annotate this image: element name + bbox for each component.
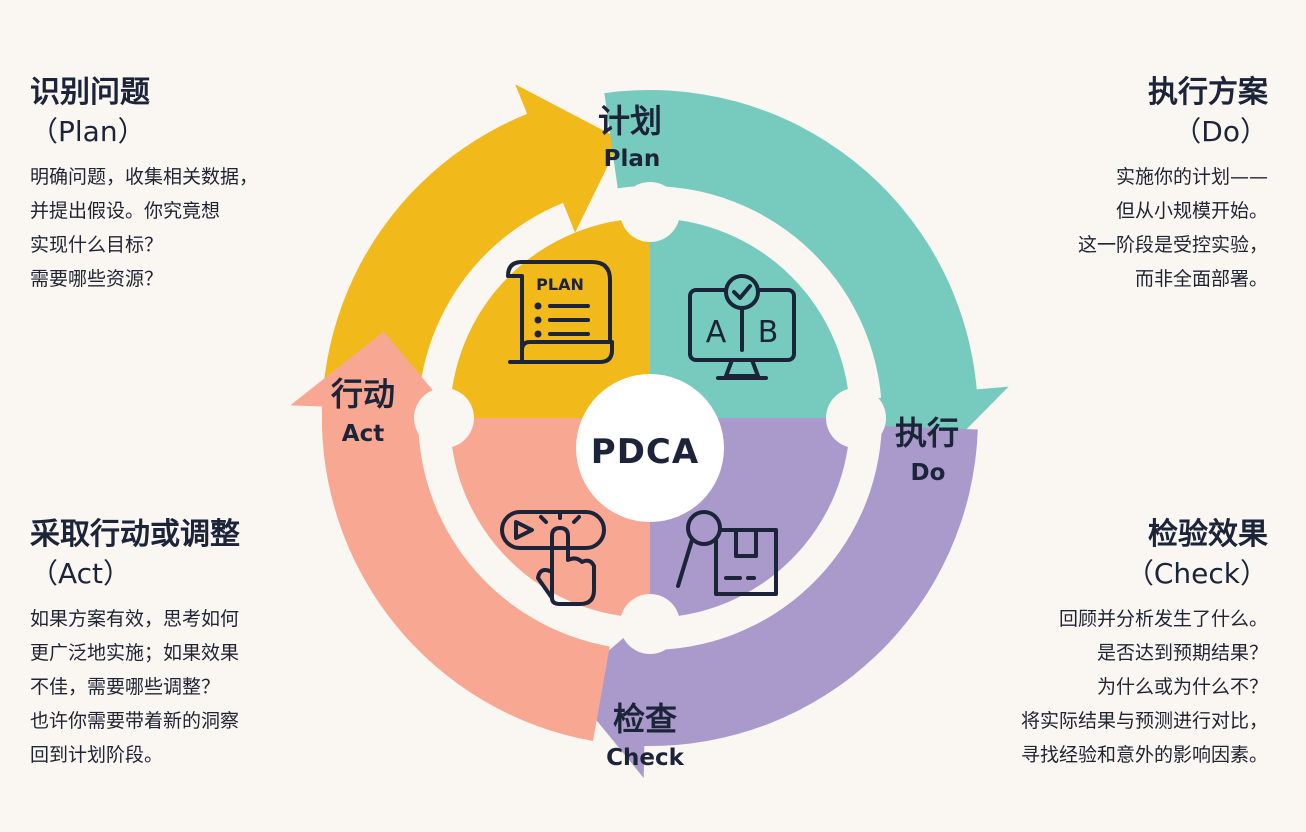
plan-scroll-text: PLAN — [536, 275, 584, 294]
plan-panel-text: 明确问题，收集相关数据， 并提出假设。你究竟想 实现什么目标？ 需要哪些资源？ — [30, 160, 330, 296]
plan-text-line: 明确问题，收集相关数据， — [30, 166, 259, 188]
plan-stage-label: 计划 — [598, 102, 662, 140]
do-panel-text: 实施你的计划—— 但从小规模开始。 这一阶段是受控实验， 而非全面部署。 — [968, 160, 1268, 296]
check-text-line: 寻找经验和意外的影响因素。 — [1020, 744, 1268, 766]
act-text-line: 不佳，需要哪些调整？ — [30, 676, 221, 698]
act-panel-text: 如果方案有效，思考如何 更广泛地实施；如果效果 不佳，需要哪些调整？ 也许你需要… — [30, 602, 330, 772]
act-text-line: 回到计划阶段。 — [30, 744, 164, 766]
do-arrow — [604, 90, 1009, 472]
plan-text-line: 需要哪些资源？ — [30, 268, 164, 290]
check-text-line: 回顾并分析发生了什么。 — [1058, 608, 1268, 630]
check-description-panel: 检验效果 （Check） 回顾并分析发生了什么。 是否达到预期结果？ 为什么或为… — [968, 516, 1268, 772]
check-panel-title: 检验效果 — [1148, 517, 1268, 552]
check-arrow — [568, 426, 978, 778]
center-label: PDCA — [591, 432, 699, 472]
joint-circle — [620, 182, 680, 242]
plan-scroll-icon: PLAN — [506, 260, 614, 364]
do-text-line: 实施你的计划—— — [1115, 166, 1268, 188]
check-text-line: 是否达到预期结果？ — [1096, 642, 1268, 664]
act-description-panel: 采取行动或调整 （Act） 如果方案有效，思考如何 更广泛地实施；如果效果 不佳… — [30, 516, 330, 772]
check-panel-text: 回顾并分析发生了什么。 是否达到预期结果？ 为什么或为什么不？ 将实际结果与预测… — [968, 602, 1268, 772]
act-text-line: 也许你需要带着新的洞察 — [30, 710, 240, 732]
act-stage-label-en: Act — [342, 421, 384, 447]
act-panel-title: 采取行动或调整 — [30, 517, 240, 552]
do-stage-label-en: Do — [911, 460, 946, 486]
ab-icon-letter-a: A — [706, 315, 727, 350]
act-panel-subtitle: （Act） — [30, 557, 132, 590]
check-text-line: 将实际结果与预测进行对比， — [1020, 710, 1268, 732]
act-text-line: 如果方案有效，思考如何 — [30, 608, 240, 630]
plan-panel-subtitle: （Plan） — [30, 115, 146, 148]
do-text-line: 而非全面部署。 — [1134, 268, 1268, 290]
plan-text-line: 并提出假设。你究竟想 — [30, 200, 221, 222]
check-text-line: 为什么或为什么不？ — [1096, 676, 1268, 698]
check-stage-label-en: Check — [606, 745, 684, 771]
do-stage-label: 执行 — [895, 414, 959, 452]
ab-icon-letter-b: B — [758, 315, 779, 350]
do-text-line: 但从小规模开始。 — [1115, 200, 1268, 222]
plan-panel-title: 识别问题 — [30, 75, 150, 110]
plan-text-line: 实现什么目标？ — [30, 234, 164, 256]
joint-circle — [620, 594, 680, 654]
do-text-line: 这一阶段是受控实验， — [1077, 234, 1268, 256]
hand-click-icon — [500, 510, 606, 606]
plan-stage-label-en: Plan — [604, 146, 661, 172]
act-arrow — [290, 331, 610, 742]
act-stage-label: 行动 — [331, 375, 395, 413]
plan-description-panel: 识别问题 （Plan） 明确问题，收集相关数据， 并提出假设。你究竟想 实现什么… — [30, 74, 330, 296]
box-magnifier-icon — [676, 510, 778, 596]
ab-test-monitor-icon: A B — [688, 274, 796, 380]
do-panel-title: 执行方案 — [1148, 75, 1268, 110]
check-stage-label: 检查 — [613, 700, 677, 738]
check-panel-subtitle: （Check） — [1125, 557, 1268, 590]
joint-circle — [826, 388, 886, 448]
do-quadrant — [650, 218, 850, 418]
center-circle — [576, 374, 724, 522]
do-description-panel: 执行方案 （Do） 实施你的计划—— 但从小规模开始。 这一阶段是受控实验， 而… — [968, 74, 1268, 296]
do-panel-subtitle: （Do） — [1173, 115, 1268, 148]
joint-circle — [414, 388, 474, 448]
act-text-line: 更广泛地实施；如果效果 — [30, 642, 240, 664]
